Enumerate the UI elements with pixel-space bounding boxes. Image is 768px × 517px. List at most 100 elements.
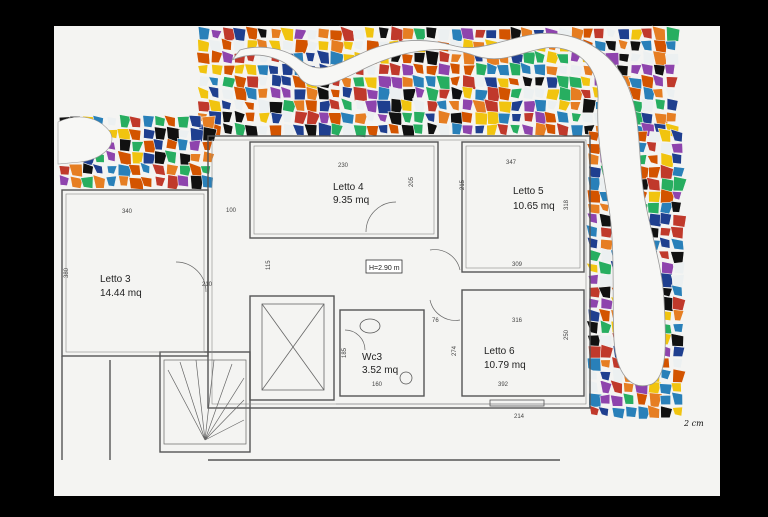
mosaic-tile	[188, 139, 201, 152]
mosaic-tile	[647, 404, 660, 419]
mosaic-tile	[645, 141, 657, 153]
mosaic-tile	[438, 88, 451, 100]
mosaic-tile	[598, 273, 613, 288]
mosaic-tile	[474, 124, 486, 134]
mosaic-tile	[270, 27, 282, 39]
mosaic-tile	[639, 39, 653, 52]
mosaic-tile	[59, 174, 70, 187]
mosaic-tile	[547, 99, 559, 111]
mosaic-tile	[152, 138, 164, 151]
mosaic-tile	[609, 379, 623, 395]
mosaic-tile	[534, 76, 546, 87]
mosaic-tile	[244, 111, 256, 123]
mosaic-tile	[233, 98, 245, 112]
mosaic-tile	[127, 164, 142, 176]
mosaic-tile	[426, 121, 438, 135]
mosaic-tile	[670, 237, 685, 251]
mosaic-tile	[222, 122, 234, 135]
mosaic-tile	[342, 86, 353, 99]
mosaic-tile	[461, 110, 473, 124]
mosaic-tile	[570, 124, 584, 137]
mosaic-tile	[366, 88, 379, 100]
mosaic-tile	[304, 99, 318, 113]
mosaic-tile	[352, 76, 366, 88]
mosaic-tile	[486, 62, 498, 75]
mosaic-tile	[354, 112, 369, 125]
mosaic-tile	[268, 124, 282, 137]
mosaic-tile	[659, 394, 672, 406]
mosaic-tile	[640, 62, 654, 77]
mosaic-tile	[105, 175, 117, 187]
mosaic-tile	[664, 63, 676, 75]
mosaic-tile	[510, 87, 523, 100]
mosaic-tile	[197, 26, 211, 41]
room-name-letto-4: Letto 4	[333, 182, 364, 193]
door-swings	[175, 201, 461, 351]
mosaic-tile	[471, 99, 487, 114]
mosaic-tile	[630, 52, 643, 63]
mosaic-tile	[267, 64, 279, 75]
mosaic-tile	[143, 128, 156, 140]
mosaic-tile	[449, 62, 461, 75]
mosaic-tile	[672, 175, 688, 192]
mosaic-tile	[105, 149, 116, 163]
mosaic-tile	[437, 28, 451, 42]
mosaic-tile	[119, 114, 132, 129]
mosaic-tile	[646, 154, 659, 165]
mosaic-tile	[69, 175, 84, 189]
mosaic-tile	[196, 51, 211, 65]
mosaic-tile	[617, 38, 629, 51]
dim-label: 210	[202, 282, 213, 288]
dim-label: 100	[226, 208, 237, 214]
mosaic-tile	[485, 29, 497, 39]
mosaic-tile	[80, 175, 94, 189]
mosaic-tile	[661, 261, 675, 275]
mosaic-tile	[318, 111, 331, 124]
mosaic-tile	[545, 88, 561, 101]
mosaic-tile	[414, 86, 426, 99]
mosaic-tile	[556, 110, 570, 124]
mosaic-tile	[154, 115, 166, 127]
mosaic-tile	[658, 250, 670, 260]
mosaic-tile	[648, 392, 663, 408]
mosaic-tile	[522, 51, 536, 66]
mosaic-tile	[670, 142, 684, 154]
mosaic-tile	[585, 379, 599, 394]
mosaic-tile	[363, 76, 378, 90]
mosaic-tile	[244, 63, 258, 76]
mosaic-tile	[670, 274, 685, 288]
mosaic-tile	[462, 98, 474, 111]
mosaic-tile	[118, 175, 129, 187]
mosaic-tile	[545, 65, 559, 77]
mosaic-tile	[617, 28, 630, 40]
mosaic-tile	[670, 382, 682, 393]
mosaic-tile	[660, 163, 674, 180]
mosaic-tile	[307, 40, 319, 52]
mosaic-tile	[119, 138, 132, 152]
mosaic-tile	[598, 334, 613, 348]
mosaic-tile	[179, 152, 194, 166]
mosaic-tile	[400, 124, 415, 138]
dim-label: 380	[64, 267, 70, 278]
mosaic-tile	[412, 62, 425, 75]
mosaic-tile	[659, 227, 672, 237]
mosaic-tile	[660, 368, 672, 381]
mosaic-tile	[258, 111, 271, 124]
mosaic-tile	[390, 76, 405, 90]
mosaic-tile	[460, 27, 475, 41]
mosaic-tile	[672, 323, 684, 333]
mosaic-tile	[208, 76, 219, 87]
mosaic-tile	[627, 77, 643, 90]
dim-label: 309	[512, 262, 523, 268]
dim-label: 316	[512, 318, 523, 324]
mosaic-tile	[630, 64, 643, 75]
mosaic-tile	[411, 74, 425, 89]
mosaic-tile	[329, 29, 344, 42]
mosaic-tile	[413, 111, 426, 124]
mosaic-tile	[664, 86, 676, 99]
mosaic-tile	[425, 65, 439, 77]
mosaic-tile	[68, 163, 83, 178]
height-box-frame	[365, 259, 403, 274]
mosaic-tile	[670, 333, 684, 347]
mosaic-tile	[659, 236, 671, 249]
